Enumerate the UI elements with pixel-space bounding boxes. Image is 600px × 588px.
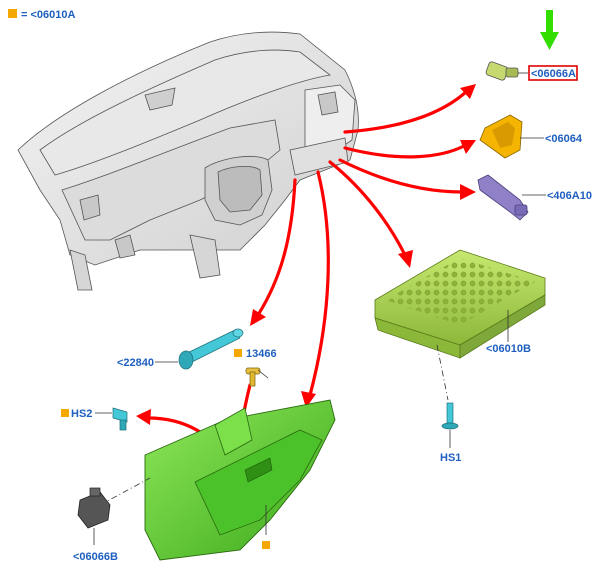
label-HS1: HS1 xyxy=(440,452,461,464)
arrow-to-22840 xyxy=(256,178,297,317)
part-06066B xyxy=(77,477,151,545)
arrow-to-06064 xyxy=(343,144,466,159)
legend-text: = <06010A xyxy=(21,9,75,21)
part-06010B xyxy=(374,249,546,359)
label-06066B: <06066B xyxy=(73,551,118,563)
part-HS1 xyxy=(436,344,459,448)
arrow-to-406A10 xyxy=(338,158,464,194)
arrow-to-06010B xyxy=(328,160,407,257)
arrow-to-glove-box xyxy=(308,170,330,397)
part-06066A xyxy=(485,61,528,81)
label-06066A: <06066A xyxy=(531,68,576,80)
orange-square-icon xyxy=(61,409,69,417)
label-13466: 13466 xyxy=(246,348,277,360)
orange-square-icon xyxy=(262,541,270,549)
label-22840: <22840 xyxy=(117,357,154,369)
label-406A10: <406A10 xyxy=(547,190,592,202)
orange-square-icon xyxy=(8,9,17,18)
highlight-box-06066A xyxy=(528,65,578,81)
instrument-panel xyxy=(17,31,359,291)
part-22840 xyxy=(155,328,244,370)
label-06064: <06064 xyxy=(545,133,583,145)
part-06064 xyxy=(479,114,544,159)
label-06010B: <06010B xyxy=(486,343,531,355)
label-HS2: HS2 xyxy=(71,408,92,420)
arrow-to-06066A xyxy=(343,90,468,134)
orange-square-icon xyxy=(234,349,242,357)
part-406A10 xyxy=(477,174,546,221)
part-13466 xyxy=(234,349,269,387)
green-down-arrow-icon xyxy=(540,10,559,50)
legend: = <06010A xyxy=(8,9,75,21)
glove-box xyxy=(144,399,336,561)
part-HS2 xyxy=(61,407,128,431)
